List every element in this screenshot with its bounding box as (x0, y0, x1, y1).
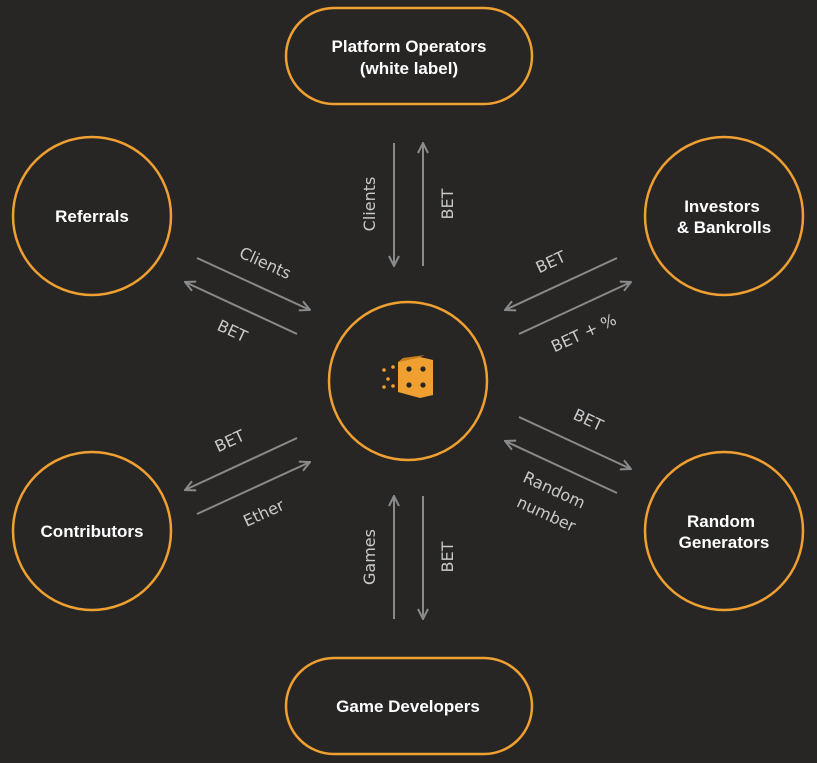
flow-label-platform-bet: BET (438, 188, 457, 219)
flow-label-referrals-clients: Clients (237, 243, 295, 283)
game-developers-label: Game Developers (336, 697, 480, 716)
flow-label-investors-bet-percent: BET + % (548, 310, 619, 356)
flow-label-contributors-ether: Ether (240, 495, 287, 530)
bankrolls-label: & Bankrolls (677, 218, 771, 237)
center-node (327, 300, 489, 462)
node-random-generators: Random Generators (643, 450, 805, 612)
flow-label-contributors-bet: BET (212, 426, 248, 456)
platform-operators-label: Platform Operators (332, 37, 487, 56)
arrow-center-to-referrals (185, 282, 298, 335)
node-referrals: Referrals (11, 135, 173, 297)
arrow-center-to-random (518, 416, 631, 469)
contributors-label: Contributors (41, 522, 144, 541)
random-label: Random (687, 512, 755, 531)
generators-label: Generators (679, 533, 770, 552)
arrow-referrals-to-center (196, 257, 310, 310)
arrow-center-to-investors (518, 282, 631, 335)
investors-label: Investors (684, 197, 760, 216)
flow-label-developers-bet: BET (438, 541, 457, 572)
arrow-contributors-to-center (196, 462, 310, 515)
node-investors-bankrolls: Investors & Bankrolls (643, 135, 805, 297)
node-contributors: Contributors (11, 450, 173, 612)
node-platform-operators: Platform Operators (white label) (284, 6, 534, 106)
node-game-developers: Game Developers (284, 656, 534, 756)
flow-label-referrals-bet: BET (214, 316, 250, 346)
platform-operators-sublabel: (white label) (360, 59, 458, 78)
arrow-center-to-contributors (185, 437, 298, 490)
referrals-label: Referrals (55, 207, 129, 226)
flow-label-developers-games: Games (360, 529, 379, 585)
flow-label-platform-clients: Clients (360, 177, 379, 232)
dice-icon (382, 355, 433, 398)
arrow-investors-to-center (505, 257, 618, 310)
flow-label-random-bet: BET (570, 405, 606, 435)
flow-label-investors-bet: BET (533, 247, 569, 277)
arrow-random-to-center (505, 441, 618, 494)
